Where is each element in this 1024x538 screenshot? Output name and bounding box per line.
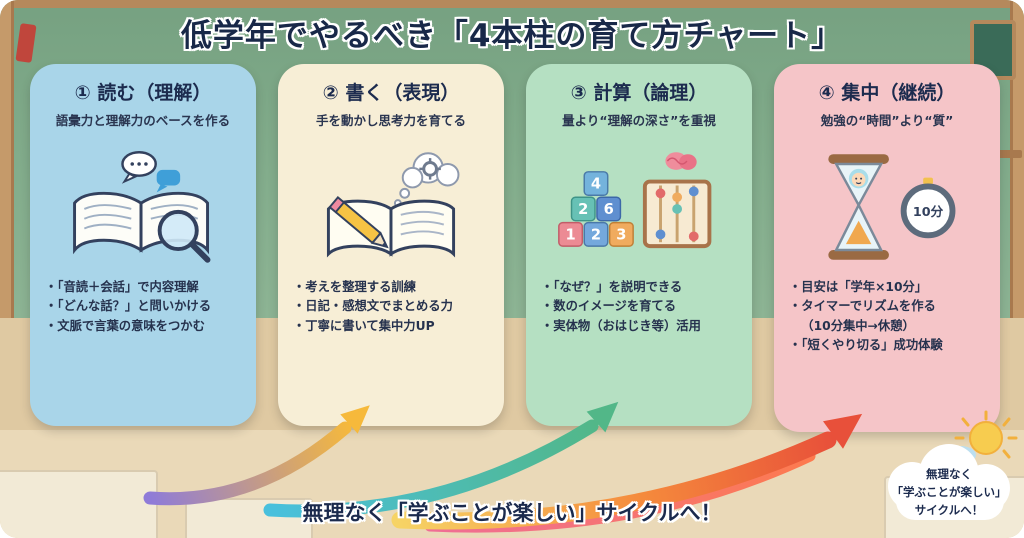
- bullet-item: ・「短くやり切る」成功体験: [789, 338, 943, 353]
- bullet-item: ・日記・感想文でまとめる力: [293, 299, 453, 314]
- svg-text:10分: 10分: [913, 204, 944, 219]
- sun-cloud-icon: [888, 410, 1018, 520]
- svg-text:4: 4: [591, 175, 601, 192]
- card-focus-icon-box: 10分: [785, 142, 989, 272]
- card-calculation-bullets: ・「なぜ？」を説明できる ・数のイメージを育てる ・実体物（おはじき等）活用: [537, 278, 741, 336]
- bullet-item: ・「音読＋会話」で内容理解: [45, 280, 199, 294]
- card-writing: ② 書く（表現） 手を動かし思考力を育てる: [278, 64, 504, 426]
- bullet-item: ・「どんな話？」と問いかける: [45, 299, 212, 314]
- card-reading-heading: ① 読む（理解）: [74, 82, 212, 104]
- cloud-text-line2: 「学ぶことが楽しい」: [891, 484, 1007, 499]
- bullet-item: ・「なぜ？」を説明できる: [541, 280, 683, 294]
- sun-icon: [954, 410, 1018, 459]
- abacus-icon: [642, 179, 712, 249]
- bullet-item: ・タイマーでリズムを作る: [789, 299, 936, 314]
- cycle-cloud-text: 無理なく 「学ぶことが楽しい」 サイクルへ！: [874, 466, 1024, 519]
- bullet-item: ・丁寧に書いて集中力UP: [293, 318, 435, 333]
- card-focus-heading: ④ 集中（継続）: [818, 82, 956, 104]
- magnifier-icon: [157, 209, 211, 263]
- cycle-cloud-badge: 無理なく 「学ぶことが楽しい」 サイクルへ！: [874, 408, 1024, 538]
- speech-bubble-blue-icon: [156, 169, 181, 193]
- svg-text:3: 3: [616, 226, 626, 243]
- bullet-item: ・目安は「学年×10分」: [789, 280, 928, 294]
- hourglass-icon: [828, 154, 889, 260]
- brain-icon: [665, 152, 697, 170]
- bullet-item: ・文脈で言葉の意味をつかむ: [45, 318, 205, 333]
- cloud-text-line3: サイクルへ！: [914, 502, 984, 517]
- cloud-text-line1: 無理なく: [926, 467, 972, 481]
- svg-text:6: 6: [604, 201, 614, 218]
- card-calculation-icon-box: 4 2 6 1 2 3: [537, 142, 741, 272]
- card-calculation-subtitle: 量より“理解の深さ”を重視: [562, 113, 716, 128]
- svg-text:2: 2: [591, 226, 601, 243]
- blocks-abacus-brain-icon: 4 2 6 1 2 3: [558, 152, 712, 249]
- number-blocks-icon: 4 2 6 1 2 3: [558, 171, 634, 247]
- chalkboard-frame-left: [0, 0, 14, 318]
- notebook-pencil-gears-icon: [326, 152, 460, 258]
- timer-clock-icon: 10分: [900, 177, 956, 239]
- card-reading-subtitle: 語彙力と理解力のベースを作る: [55, 113, 231, 128]
- card-reading-icon-box: [41, 142, 245, 272]
- card-reading-bullets: ・「音読＋会話」で内容理解 ・「どんな話？」と問いかける ・文脈で言葉の意味をつ…: [41, 278, 245, 336]
- card-writing-heading: ② 書く（表現）: [322, 82, 460, 104]
- book-magnifier-speech-icon: [73, 151, 211, 263]
- bullet-item: ・数のイメージを育てる: [541, 299, 677, 314]
- cycle-footer-text: 無理なく「学ぶことが楽しい」サイクルへ！: [302, 501, 722, 525]
- card-writing-subtitle: 手を動かし思考力を育てる: [315, 113, 466, 128]
- gear-thought-cloud-icon: [393, 152, 460, 207]
- card-calculation: ③ 計算（論理） 量より“理解の深さ”を重視 4 2 6 1: [526, 64, 752, 426]
- card-writing-icon-box: [289, 142, 493, 272]
- svg-text:2: 2: [578, 201, 588, 218]
- bullet-item: ・実体物（おはじき等）活用: [541, 318, 701, 333]
- chalkboard-frame-top: [0, 0, 1024, 8]
- card-reading: ① 読む（理解） 語彙力と理解力のベースを作る: [30, 64, 256, 426]
- hourglass-timer-icon: 10分: [828, 154, 956, 260]
- bullet-item: （10分集中→休憩）: [801, 318, 915, 333]
- page-title: 低学年でやるべき「4本柱の育て方チャート」: [180, 18, 844, 54]
- card-calculation-heading: ③ 計算（論理）: [570, 82, 708, 104]
- card-focus: ④ 集中（継続） 勉強の“時間”より“質”: [774, 64, 1000, 432]
- card-focus-subtitle: 勉強の“時間”より“質”: [820, 113, 954, 128]
- svg-text:1: 1: [565, 226, 575, 243]
- card-writing-bullets: ・考えを整理する訓練 ・日記・感想文でまとめる力 ・丁寧に書いて集中力UP: [289, 278, 493, 336]
- card-focus-bullets: ・目安は「学年×10分」 ・タイマーでリズムを作る （10分集中→休憩） ・「短…: [785, 278, 989, 356]
- cloud-icon: [888, 444, 1010, 520]
- bullet-item: ・考えを整理する訓練: [293, 280, 416, 294]
- speech-bubble-icon: [121, 151, 157, 184]
- pencil-icon: [328, 195, 389, 249]
